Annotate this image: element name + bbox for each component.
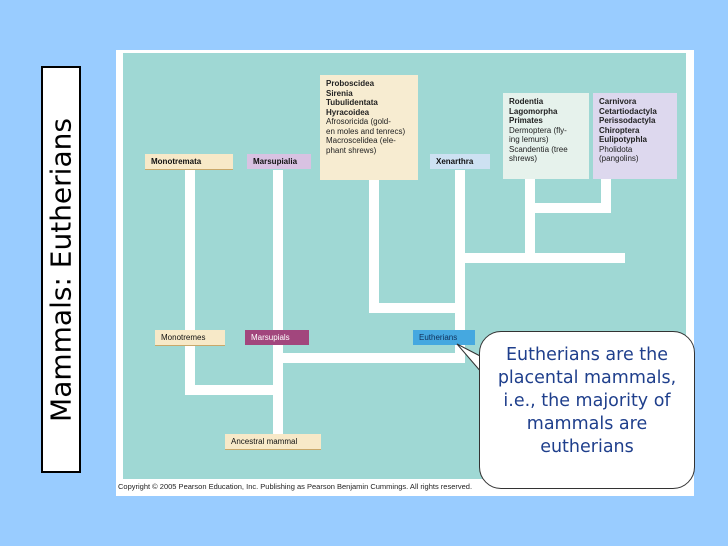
branch-xenarthra-split [455, 253, 625, 263]
order-rodentia: Rodentia [509, 97, 544, 106]
callout-text: Eutherians are the placental mammals, i.… [497, 345, 677, 457]
box-euarchontoglires: Rodentia Lagomorpha Primates Dermoptera … [503, 93, 589, 179]
order-primates: Primates [509, 116, 543, 125]
branch-therian-horizontal [273, 353, 465, 363]
order-scandentia-2: shrews) [509, 154, 538, 163]
copyright-notice: Copyright © 2005 Pearson Education, Inc.… [118, 482, 473, 491]
label-marsupials: Marsupials [245, 330, 309, 345]
order-chiroptera: Chiroptera [599, 125, 640, 135]
order-macroscelidea-2: phant shrews) [326, 145, 377, 155]
branch-afrotheria-split [369, 303, 465, 313]
callout-bubble: Eutherians are the placental mammals, i.… [479, 331, 695, 489]
order-sirenia: Sirenia [326, 88, 353, 98]
phylogeny-figure: Monotremata Marsupialia Xenarthra Probos… [116, 50, 694, 496]
order-pholidota-2: (pangolins) [599, 154, 639, 163]
side-title-box: Mammals: Eutherians [41, 66, 81, 473]
order-afrosoricida-1: Afrosoricida (gold- [326, 117, 391, 126]
slide-title: Mammals: Eutherians [44, 117, 78, 422]
label-ancestral-mammal: Ancestral mammal [225, 434, 321, 450]
order-macroscelidea-1: Macroscelidea (ele- [326, 136, 396, 145]
order-perissodactyla: Perissodactyla [599, 116, 656, 125]
order-scandentia-1: Scandentia (tree [509, 144, 568, 154]
branch-root-horizontal [185, 385, 283, 395]
branch-marsupialia-stem [273, 170, 283, 395]
order-pholidota-1: Pholidota [599, 144, 633, 154]
branch-boreo-split [525, 203, 601, 213]
label-xenarthra: Xenarthra [430, 154, 490, 169]
order-dermoptera-2: ing lemurs) [509, 135, 549, 144]
order-dermoptera-1: Dermoptera (fly- [509, 125, 567, 135]
branch-exafroplacentalia [455, 253, 465, 313]
branch-laurasiatheria-stem [601, 179, 611, 213]
label-eutherians: Eutherians [413, 330, 475, 345]
branch-monotremata-stem [185, 170, 195, 395]
order-cetartiodactyla: Cetartiodactyla [599, 106, 657, 116]
branch-root-trunk [273, 385, 283, 449]
order-lagomorpha: Lagomorpha [509, 106, 558, 116]
branch-afrotheria-stem [369, 149, 379, 313]
branch-boreoeutheria-stem [525, 203, 535, 263]
order-afrosoricida-2: en moles and tenrecs) [326, 126, 406, 136]
order-hyracoidea: Hyracoidea [326, 107, 370, 117]
box-afrotheria: Proboscidea Sirenia Tubulidentata Hyraco… [320, 75, 418, 180]
branch-xenarthra-stem [455, 170, 465, 263]
branch-euarchontoglires-stem [525, 177, 535, 213]
label-monotremata: Monotremata [145, 154, 233, 170]
order-eulipotyphla: Eulipotyphla [599, 135, 647, 144]
box-laurasiatheria: Carnivora Cetartiodactyla Perissodactyla… [593, 93, 677, 179]
order-tubulidentata: Tubulidentata [326, 98, 378, 107]
order-carnivora: Carnivora [599, 97, 637, 106]
order-proboscidea: Proboscidea [326, 79, 375, 88]
label-monotremes: Monotremes [155, 330, 225, 346]
label-marsupialia: Marsupialia [247, 154, 311, 169]
